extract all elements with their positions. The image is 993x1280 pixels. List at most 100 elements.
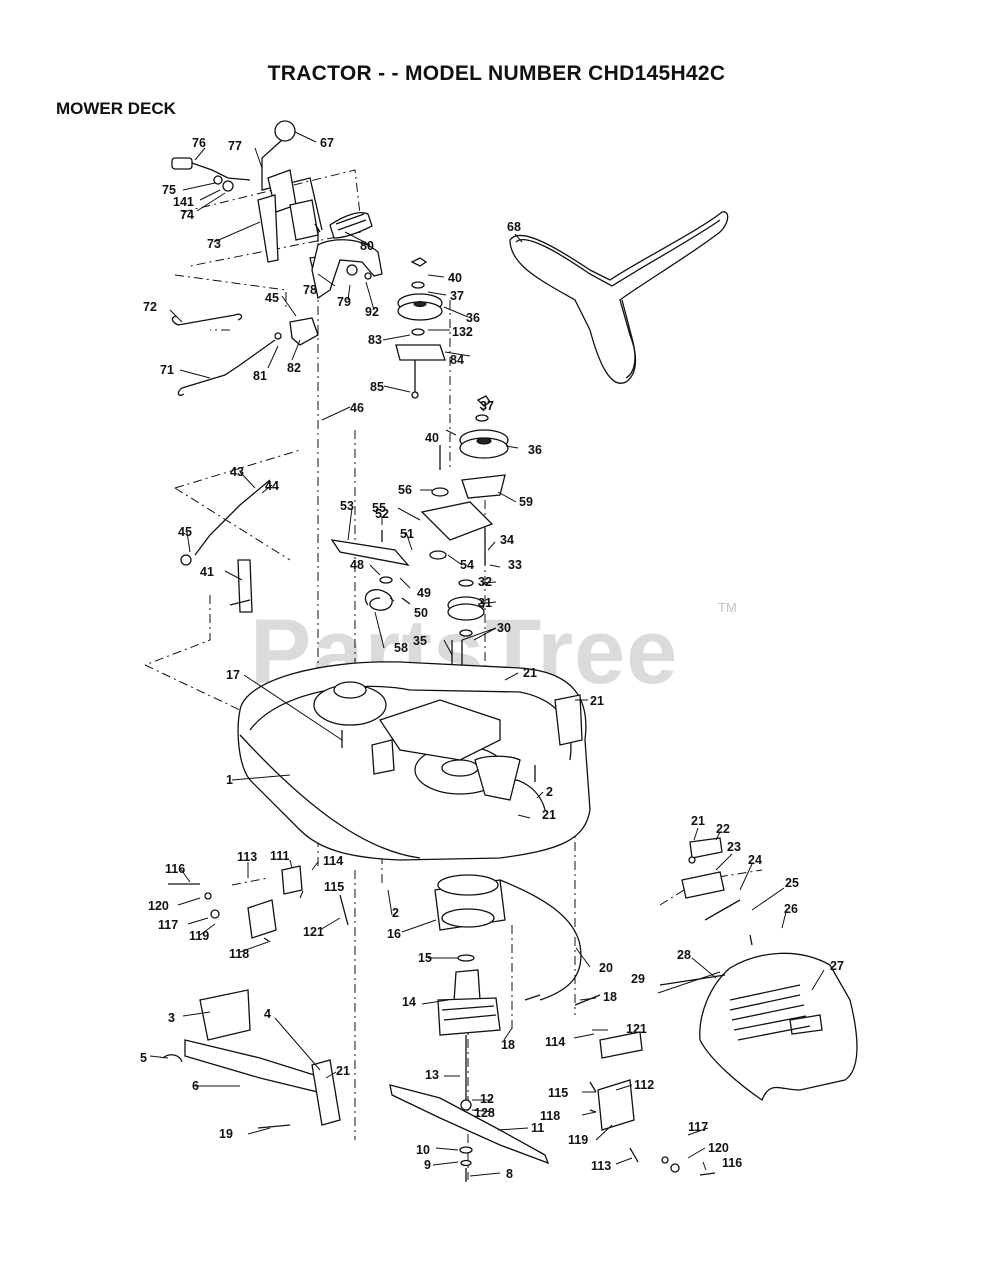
part-callout: 23 — [727, 840, 741, 854]
part-callout: 4 — [264, 1007, 271, 1021]
part-callout: 16 — [387, 927, 401, 941]
part-callout: 56 — [398, 483, 412, 497]
part-callout: 58 — [394, 641, 408, 655]
part-callout: 30 — [497, 621, 511, 635]
part-callout: 77 — [228, 139, 242, 153]
part-callout: 20 — [599, 961, 613, 975]
part-callout: 15 — [418, 951, 432, 965]
trademark-mark: TM — [718, 600, 737, 615]
part-callout: 116 — [722, 1156, 742, 1170]
part-callout: 14 — [402, 995, 416, 1009]
part-callout: 80 — [360, 239, 374, 253]
part-callout: 84 — [450, 353, 464, 367]
idler-pulley-stack — [420, 395, 509, 685]
part-callout: 25 — [785, 876, 799, 890]
part-callout: 128 — [474, 1106, 495, 1120]
part-callout: 40 — [448, 271, 462, 285]
drive-belt — [509, 211, 729, 384]
part-callout: 111 — [270, 849, 290, 863]
part-callout: 2 — [546, 785, 553, 799]
part-callout: 115 — [548, 1086, 568, 1100]
part-callout: 76 — [192, 136, 206, 150]
idler-bracket — [330, 530, 411, 611]
part-callout: 43 — [230, 465, 244, 479]
front-hanger-rod — [499, 879, 601, 1006]
part-callout: 115 — [324, 880, 344, 894]
discharge-chute — [659, 952, 858, 1101]
section-heading: MOWER DECK — [56, 99, 176, 118]
part-callout: 68 — [507, 220, 521, 234]
part-callout: 49 — [417, 586, 431, 600]
part-callout: 32 — [478, 575, 492, 589]
part-callout: 29 — [631, 972, 645, 986]
part-callout: 33 — [508, 558, 522, 572]
part-callout: 50 — [414, 606, 428, 620]
part-callout: 74 — [180, 208, 194, 222]
part-callout: 112 — [634, 1078, 654, 1092]
part-callout: 120 — [148, 899, 169, 913]
part-callout: 21 — [691, 814, 705, 828]
discharge-bracket — [681, 837, 753, 946]
part-callout: 83 — [368, 333, 382, 347]
upper-pulley-stack — [395, 257, 446, 399]
part-callout: 121 — [303, 925, 324, 939]
part-callout: 21 — [542, 808, 556, 822]
part-callout: 19 — [219, 1127, 233, 1141]
part-callout: 36 — [528, 443, 542, 457]
part-callout: 52 — [375, 507, 389, 521]
part-callout: 53 — [340, 499, 354, 513]
part-callout: 67 — [320, 136, 334, 150]
part-callout: 121 — [626, 1022, 647, 1036]
part-callout: 37 — [450, 289, 464, 303]
part-callout: 118 — [540, 1109, 560, 1123]
part-callout: 72 — [143, 300, 157, 314]
part-callout: 116 — [165, 862, 185, 876]
part-callout: 119 — [568, 1133, 588, 1147]
part-callout: 120 — [708, 1141, 729, 1155]
part-callout: 21 — [590, 694, 604, 708]
part-callout: 13 — [425, 1068, 439, 1082]
right-deck-hanger — [589, 1031, 716, 1176]
part-callout: 113 — [237, 850, 257, 864]
part-callout: 34 — [500, 533, 514, 547]
leader-lines — [149, 131, 825, 1177]
part-callout: 54 — [460, 558, 474, 572]
part-callout: 10 — [416, 1143, 430, 1157]
idler-arm — [180, 479, 271, 613]
part-callout: 85 — [370, 380, 384, 394]
part-callout: 78 — [303, 283, 317, 297]
part-callout: 1 — [226, 773, 233, 787]
part-callout: 35 — [413, 634, 427, 648]
part-callout: 27 — [830, 959, 844, 973]
part-callout: 31 — [478, 596, 492, 610]
part-callout: 73 — [207, 237, 221, 251]
part-callout: 79 — [337, 295, 351, 309]
page-title: TRACTOR - - MODEL NUMBER CHD145H42C — [267, 62, 726, 85]
part-callout: 75 — [162, 183, 176, 197]
spring-and-rod — [171, 313, 319, 396]
part-callout: 2 — [392, 906, 399, 920]
mower-deck-shell — [237, 661, 591, 861]
part-callout: 114 — [545, 1035, 565, 1049]
left-deck-hanger — [168, 865, 349, 943]
part-callout: 11 — [531, 1121, 544, 1135]
part-callout: 6 — [192, 1079, 199, 1093]
part-callout: 118 — [229, 947, 249, 961]
part-callout: 141 — [173, 195, 194, 209]
part-callout: 55 — [372, 501, 386, 515]
part-callout: 117 — [688, 1120, 708, 1134]
part-callout: 21 — [523, 666, 537, 680]
part-callout: 82 — [287, 361, 301, 375]
part-callout: 46 — [350, 401, 364, 415]
part-callout: 45 — [265, 291, 279, 305]
part-callout: 45 — [178, 525, 192, 539]
part-callout: 3 — [168, 1011, 175, 1025]
part-callout: 9 — [424, 1158, 431, 1172]
belt-guard — [311, 223, 383, 300]
part-callout: 117 — [158, 918, 178, 932]
part-callout: 21 — [336, 1064, 350, 1078]
part-callout: 41 — [200, 565, 214, 579]
part-callout: 119 — [189, 929, 209, 943]
